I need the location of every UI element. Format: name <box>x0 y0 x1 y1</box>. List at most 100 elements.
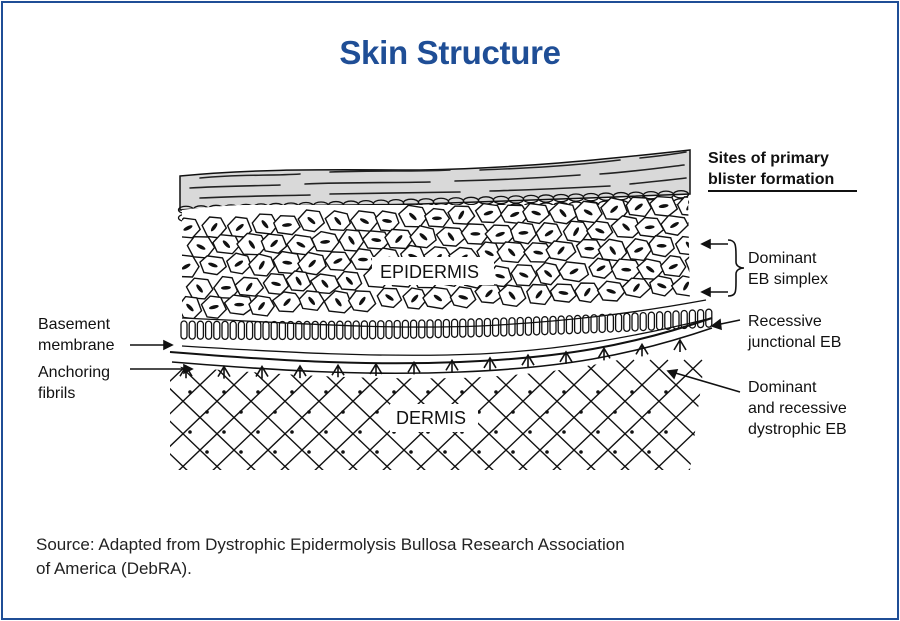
cell-nucleus <box>208 262 218 268</box>
basal-cell <box>557 315 565 335</box>
cell-nucleus <box>186 303 194 312</box>
dermis-node <box>222 430 226 434</box>
dermis-node <box>188 430 192 434</box>
basement-membrane-label: Basement membrane <box>38 314 114 356</box>
dermis-fibre <box>0 360 22 475</box>
basal-cell <box>303 320 311 341</box>
anchoring-fibril <box>255 364 269 379</box>
dermis-node <box>562 430 566 434</box>
dermis-node <box>358 430 362 434</box>
dystrophic-label-line-1: Dominant <box>748 379 817 396</box>
anchoring-fibril <box>217 365 231 379</box>
dermis-fibre <box>854 360 900 475</box>
cell-nucleus <box>183 225 193 231</box>
dermis-fibre <box>207 359 329 470</box>
cell-nucleus <box>345 276 353 285</box>
dermis-fibre <box>309 359 431 470</box>
dermis-node <box>205 410 209 414</box>
dermis-node <box>494 390 498 394</box>
dermis-node <box>511 410 515 414</box>
cell-nucleus <box>656 243 667 248</box>
cell-nucleus <box>606 288 616 294</box>
cell-nucleus <box>357 257 368 262</box>
dermis-label: DERMIS <box>396 408 466 428</box>
basal-cell <box>491 317 500 337</box>
junctional-label-line-1: Recessive <box>748 313 822 330</box>
basal-cell <box>541 316 549 336</box>
cell-nucleus <box>634 203 643 211</box>
cell-nucleus <box>210 223 218 232</box>
anchoring-label-line-1: Anchoring <box>38 364 111 381</box>
cell-nucleus <box>270 239 278 248</box>
basal-cell <box>237 320 246 341</box>
dermis-fibre <box>479 359 601 470</box>
basal-cell <box>524 316 533 336</box>
cell-nucleus <box>657 283 667 289</box>
dermis-label-bg <box>390 404 478 432</box>
cell-nucleus <box>447 232 455 241</box>
cell-nucleus <box>283 298 291 307</box>
dermis-fibre <box>170 359 193 470</box>
source-line-2: of America (DebRA). <box>36 559 192 578</box>
basal-cell <box>393 319 401 340</box>
dermis-node <box>545 410 549 414</box>
cell-nucleus <box>559 209 567 218</box>
basal-cell <box>467 318 475 338</box>
dermis-node <box>613 450 617 454</box>
pointer-arrows <box>130 238 741 393</box>
basal-cell <box>319 320 328 340</box>
basal-cell <box>664 310 672 331</box>
basal-cell <box>450 318 459 338</box>
dermis-node <box>494 430 498 434</box>
cell-nucleus <box>557 246 565 255</box>
cell-nucleus <box>431 216 442 221</box>
dermis-node <box>341 450 345 454</box>
dermis-fibre <box>649 359 708 470</box>
cell-nucleus <box>359 218 369 224</box>
dermis-fibre <box>615 359 708 470</box>
dermis-node <box>443 450 447 454</box>
anchoring-fibril <box>407 360 421 375</box>
basal-cell <box>368 320 377 340</box>
junctional-label-line-2: junctional EB <box>748 334 842 351</box>
dermis-fibre <box>649 359 708 470</box>
simplex-label-line-2: EB simplex <box>748 271 829 288</box>
cell-nucleus <box>308 296 316 305</box>
cell-nucleus <box>382 218 392 223</box>
arrow-dystrophic <box>671 371 741 393</box>
basal-cell <box>188 320 196 340</box>
basal-layer-bottom <box>181 317 713 356</box>
dermis-node <box>511 450 515 454</box>
dermis-node <box>392 390 396 394</box>
cell-nucleus <box>261 220 269 229</box>
cell-nucleus <box>694 259 703 269</box>
cell-nucleus <box>531 210 541 216</box>
cell-nucleus <box>584 287 591 297</box>
anchoring-fibril <box>483 356 497 370</box>
basal-cell <box>606 313 615 333</box>
dermis-node <box>664 430 668 434</box>
cell-nucleus <box>411 294 419 303</box>
spinous-cell <box>684 253 690 275</box>
basal-cell <box>508 317 516 337</box>
cell-nucleus <box>484 250 494 257</box>
dermis-node <box>562 390 566 394</box>
dermis-node <box>324 430 328 434</box>
cell-nucleus <box>359 296 366 306</box>
dystrophic-label: Dominant and recessive dystrophic EB <box>748 377 847 440</box>
dermis-node <box>324 390 328 394</box>
basal-cell <box>442 318 451 339</box>
basal-layer <box>180 299 713 356</box>
basal-cell <box>352 320 360 340</box>
cell-nucleus <box>644 225 655 230</box>
cell-nucleus <box>395 235 403 243</box>
anchoring-fibril <box>521 353 535 368</box>
cell-nucleus <box>258 260 265 270</box>
cell-nucleus <box>510 211 520 218</box>
basal-cell <box>590 314 598 334</box>
spinous-cell <box>676 196 690 217</box>
basal-cell <box>262 320 270 341</box>
basal-cell <box>696 308 705 329</box>
dermis-node <box>477 410 481 414</box>
dermis-fibre <box>170 359 227 470</box>
